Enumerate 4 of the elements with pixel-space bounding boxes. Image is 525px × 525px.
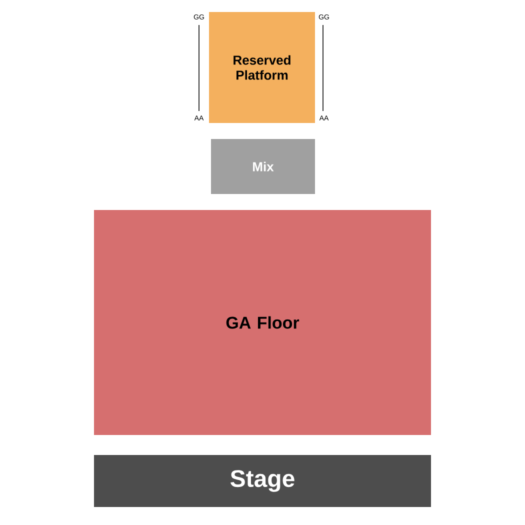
mix-area: Mix	[211, 139, 315, 194]
seating-section: Reserved Platform	[209, 12, 315, 123]
seating-section: GA Floor	[94, 210, 431, 435]
stage-area: Stage	[94, 455, 431, 507]
